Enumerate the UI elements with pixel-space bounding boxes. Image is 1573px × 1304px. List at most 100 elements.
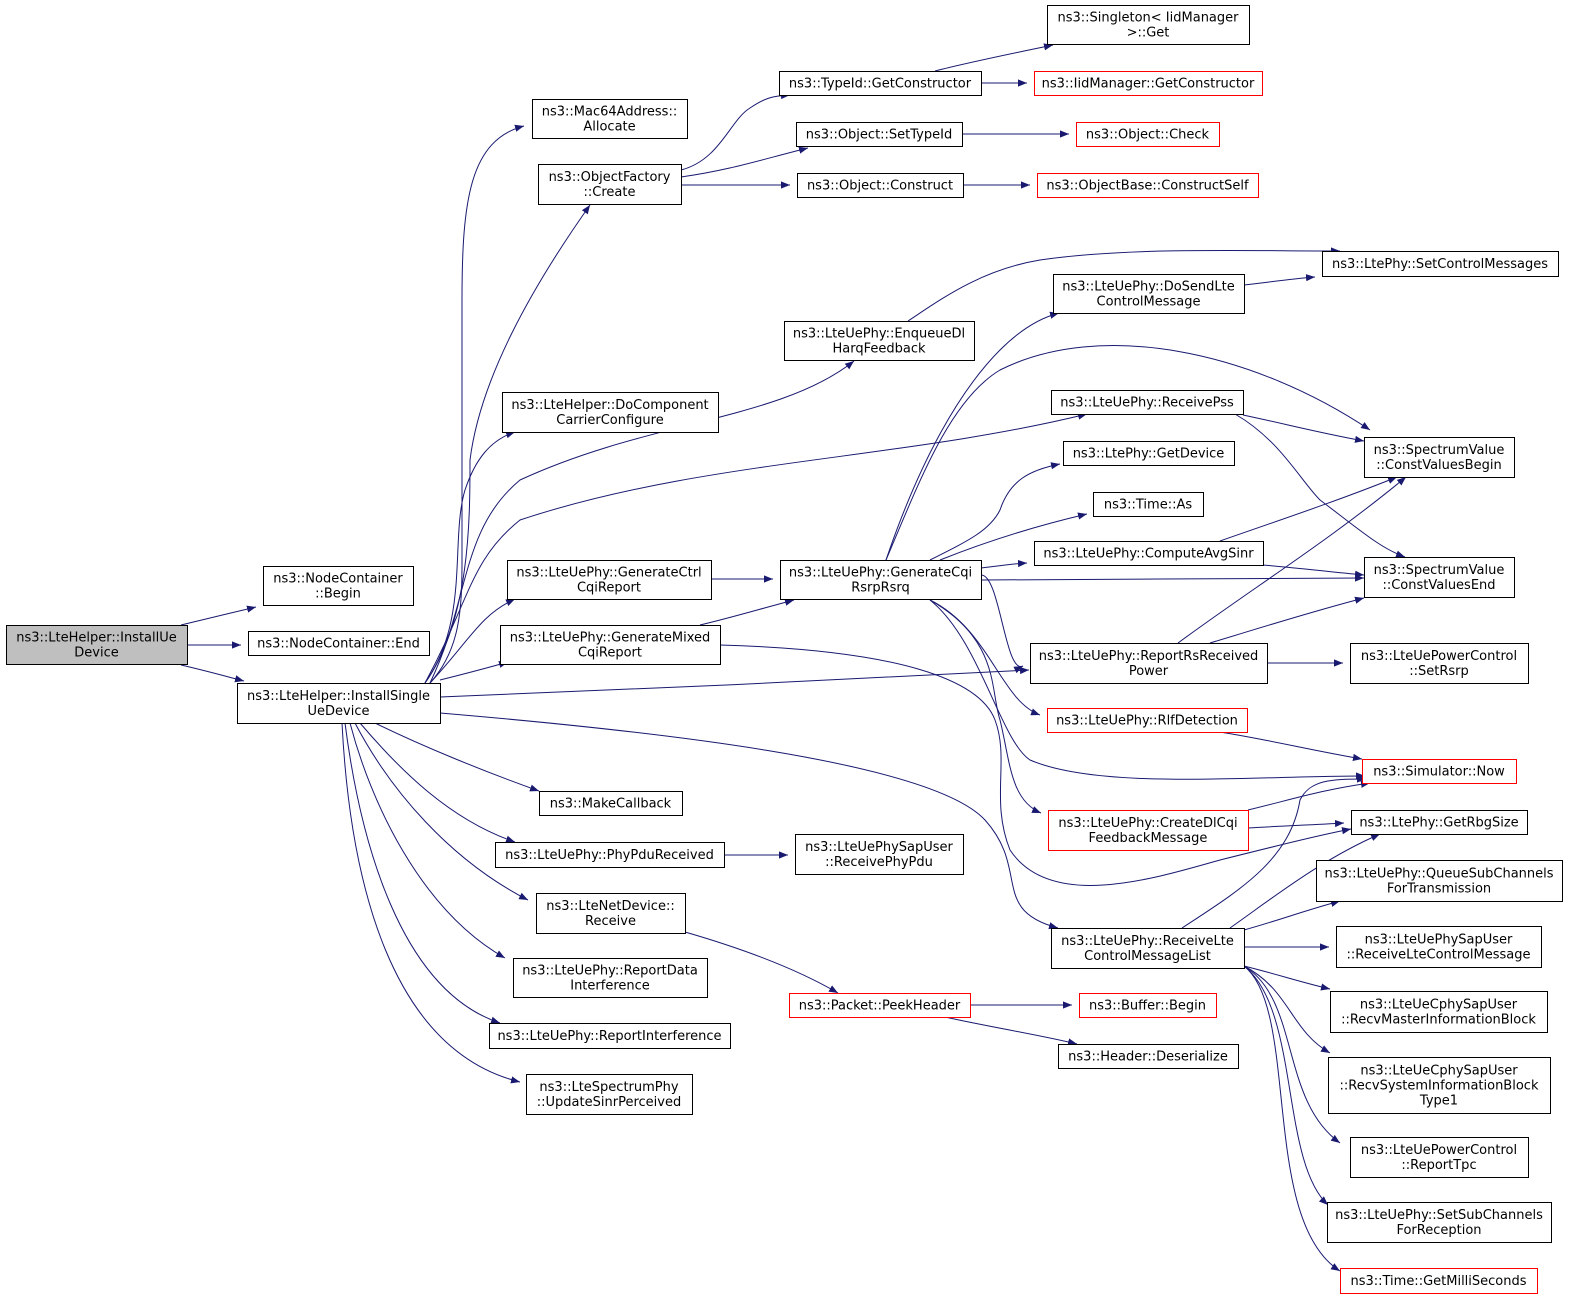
graph-node-ns3-lteuecphysapuser-recvmasterinformationblock[interactable]: ns3::LteUeCphySapUser::RecvMasterInforma… bbox=[1330, 991, 1548, 1033]
graph-node-ns3-lteuephysapuser-receiveltecontrolmessage[interactable]: ns3::LteUePhySapUser::ReceiveLteControlM… bbox=[1336, 926, 1542, 968]
graph-node-ns3-lteuephy-receivepss[interactable]: ns3::LteUePhy::ReceivePss bbox=[1051, 390, 1244, 415]
graph-node-ns3-object-check[interactable]: ns3::Object::Check bbox=[1076, 122, 1220, 147]
node-box[interactable] bbox=[526, 1074, 693, 1115]
node-box[interactable] bbox=[1053, 274, 1245, 314]
graph-node-ns3-ltespectrumphy-updatesinrperceived[interactable]: ns3::LteSpectrumPhy::UpdateSinrPerceived bbox=[526, 1074, 693, 1115]
node-box[interactable] bbox=[795, 834, 964, 875]
graph-node-ns3-object-construct[interactable]: ns3::Object::Construct bbox=[797, 173, 964, 198]
graph-node-ns3-lteuephy-reportinterference[interactable]: ns3::LteUePhy::ReportInterference bbox=[489, 1023, 731, 1049]
graph-node-ns3-ltehelper-docomponent-carrierconfigure[interactable]: ns3::LteHelper::DoComponentCarrierConfig… bbox=[502, 392, 719, 433]
node-box[interactable] bbox=[1034, 71, 1263, 96]
node-box[interactable] bbox=[513, 958, 708, 998]
node-box[interactable] bbox=[539, 791, 683, 816]
graph-node-ns3-ltenetdevice-receive[interactable]: ns3::LteNetDevice::Receive bbox=[536, 893, 686, 934]
graph-node-ns3-time-as[interactable]: ns3::Time::As bbox=[1093, 492, 1204, 517]
node-box[interactable] bbox=[1328, 1057, 1551, 1114]
graph-node-ns3-typeid-getconstructor[interactable]: ns3::TypeId::GetConstructor bbox=[779, 71, 982, 96]
graph-node-ns3-lteuephy-phypdureceived[interactable]: ns3::LteUePhy::PhyPduReceived bbox=[495, 842, 725, 868]
node-box[interactable] bbox=[489, 1023, 731, 1049]
node-box[interactable] bbox=[1058, 1044, 1239, 1069]
node-box[interactable] bbox=[1330, 991, 1548, 1033]
graph-node-ns3-lteuephysapuser-receivephypdu[interactable]: ns3::LteUePhySapUser::ReceivePhyPdu bbox=[795, 834, 964, 875]
graph-node-ns3-singleton-iidmanager-get[interactable]: ns3::Singleton< IidManager >::Get bbox=[1047, 5, 1250, 45]
graph-node-ns3-lteuephy-setsubchannels-forreception[interactable]: ns3::LteUePhy::SetSubChannelsForReceptio… bbox=[1327, 1202, 1552, 1243]
node-box[interactable] bbox=[796, 122, 963, 147]
node-box[interactable] bbox=[1351, 810, 1528, 835]
node-box[interactable] bbox=[1327, 1202, 1552, 1243]
node-box[interactable] bbox=[1336, 926, 1542, 968]
node-box[interactable] bbox=[789, 993, 971, 1018]
graph-node-ns3-lteuephy-receivelte-controlmessagelist[interactable]: ns3::LteUePhy::ReceiveLteControlMessageL… bbox=[1051, 928, 1245, 969]
node-box[interactable] bbox=[500, 625, 721, 665]
graph-node-ns3-mac64address-allocate[interactable]: ns3::Mac64Address::Allocate bbox=[532, 99, 688, 139]
node-box[interactable] bbox=[1034, 541, 1264, 566]
node-box[interactable] bbox=[1093, 492, 1204, 517]
graph-node-ns3-time-getmilliseconds[interactable]: ns3::Time::GetMilliSeconds bbox=[1340, 1268, 1538, 1294]
node-box[interactable] bbox=[1030, 643, 1268, 684]
graph-node-ns3-lteuecphysapuser-recvsysteminformationblock-type1[interactable]: ns3::LteUeCphySapUser::RecvSystemInforma… bbox=[1328, 1057, 1551, 1114]
node-box[interactable] bbox=[1047, 5, 1250, 45]
node-box[interactable] bbox=[263, 566, 414, 606]
graph-node-ns3-object-settypeid[interactable]: ns3::Object::SetTypeId bbox=[796, 122, 963, 147]
graph-node-ns3-spectrumvalue-constvaluesend[interactable]: ns3::SpectrumValue::ConstValuesEnd bbox=[1364, 557, 1515, 598]
graph-node-ns3-iidmanager-getconstructor[interactable]: ns3::IidManager::GetConstructor bbox=[1034, 71, 1263, 96]
graph-node-ns3-lteuepowercontrol-reporttpc[interactable]: ns3::LteUePowerControl::ReportTpc bbox=[1350, 1137, 1529, 1178]
graph-node-ns3-buffer-begin[interactable]: ns3::Buffer::Begin bbox=[1079, 993, 1217, 1018]
node-box[interactable] bbox=[248, 631, 430, 656]
node-box[interactable] bbox=[1350, 1137, 1529, 1178]
graph-node-ns3-simulator-now[interactable]: ns3::Simulator::Now bbox=[1362, 759, 1517, 784]
node-box[interactable] bbox=[502, 392, 719, 433]
graph-node-ns3-spectrumvalue-constvaluesbegin[interactable]: ns3::SpectrumValue::ConstValuesBegin bbox=[1364, 437, 1515, 478]
node-box[interactable] bbox=[1364, 437, 1515, 478]
node-box[interactable] bbox=[1076, 122, 1220, 147]
graph-node-ns3-lteuephy-queuesubchannels-fortransmission[interactable]: ns3::LteUePhy::QueueSubChannelsForTransm… bbox=[1316, 860, 1563, 902]
graph-node-ns3-lteuephy-rlfdetection[interactable]: ns3::LteUePhy::RlfDetection bbox=[1047, 708, 1248, 733]
graph-node-ns3-header-deserialize[interactable]: ns3::Header::Deserialize bbox=[1058, 1044, 1239, 1069]
graph-node-ns3-objectbase-constructself[interactable]: ns3::ObjectBase::ConstructSelf bbox=[1037, 173, 1259, 198]
node-box[interactable] bbox=[532, 99, 688, 139]
node-box[interactable] bbox=[779, 71, 982, 96]
node-box[interactable] bbox=[538, 164, 682, 205]
graph-node-ns3-nodecontainer-begin[interactable]: ns3::NodeContainer::Begin bbox=[263, 566, 414, 606]
graph-node-ns3-ltephy-getdevice[interactable]: ns3::LtePhy::GetDevice bbox=[1063, 441, 1235, 466]
node-box[interactable] bbox=[1350, 643, 1529, 684]
node-box[interactable] bbox=[1051, 928, 1245, 969]
node-box[interactable] bbox=[1063, 441, 1235, 466]
node-box[interactable] bbox=[1362, 759, 1517, 784]
graph-node-ns3-objectfactory-create[interactable]: ns3::ObjectFactory::Create bbox=[538, 164, 682, 205]
node-box[interactable] bbox=[237, 683, 441, 724]
node-box[interactable] bbox=[1340, 1268, 1538, 1294]
graph-node-ns3-nodecontainer-end[interactable]: ns3::NodeContainer::End bbox=[248, 631, 430, 656]
graph-node-ns3-ltephy-setcontrolmessages[interactable]: ns3::LtePhy::SetControlMessages bbox=[1322, 251, 1559, 277]
graph-node-ns3-ltephy-getrbgsize[interactable]: ns3::LtePhy::GetRbgSize bbox=[1351, 810, 1528, 835]
graph-node-ns3-lteuephy-computeavgsinr[interactable]: ns3::LteUePhy::ComputeAvgSinr bbox=[1034, 541, 1264, 566]
node-box[interactable] bbox=[1322, 251, 1559, 277]
node-box[interactable] bbox=[780, 560, 982, 600]
graph-node-ns3-packet-peekheader[interactable]: ns3::Packet::PeekHeader bbox=[789, 993, 971, 1018]
node-box[interactable] bbox=[1316, 860, 1563, 902]
node-box[interactable] bbox=[1364, 557, 1515, 598]
node-box[interactable] bbox=[1048, 810, 1249, 851]
graph-node-ns3-makecallback[interactable]: ns3::MakeCallback bbox=[539, 791, 683, 816]
node-box[interactable] bbox=[797, 173, 964, 198]
node-box[interactable] bbox=[1037, 173, 1259, 198]
node-box[interactable] bbox=[1051, 390, 1244, 415]
node-box[interactable] bbox=[784, 321, 975, 361]
node-box[interactable] bbox=[507, 560, 712, 600]
graph-node-ns3-lteuepowercontrol-setrsrp[interactable]: ns3::LteUePowerControl::SetRsrp bbox=[1350, 643, 1529, 684]
node-box[interactable] bbox=[495, 842, 725, 868]
node-box[interactable] bbox=[1047, 708, 1248, 733]
node-box[interactable] bbox=[6, 625, 188, 665]
node-box[interactable] bbox=[1079, 993, 1217, 1018]
node-box[interactable] bbox=[536, 893, 686, 934]
graph-node-ns3-lteuephy-createdlcqi-feedbackmessage[interactable]: ns3::LteUePhy::CreateDlCqiFeedbackMessag… bbox=[1048, 810, 1249, 851]
